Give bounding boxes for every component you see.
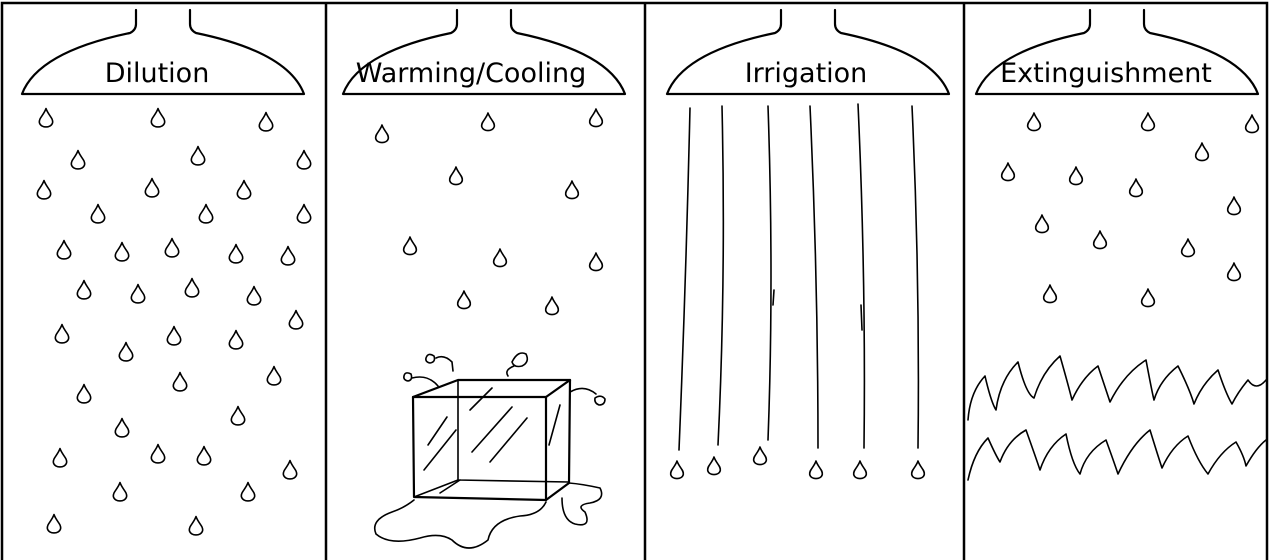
panel-label-irrigation: Irrigation (745, 58, 868, 89)
water-drop-icon (1036, 215, 1049, 233)
water-drop-icon (671, 461, 684, 479)
water-drop-icon (1228, 197, 1241, 215)
water-drop-icon (590, 109, 603, 127)
water-drop-icon (71, 151, 84, 169)
water-drop-icon (1044, 285, 1057, 303)
water-drop-icon (115, 243, 128, 261)
droplets-warming-cooling (376, 109, 603, 315)
water-drop-icon (165, 239, 178, 257)
water-drop-icon (173, 373, 186, 391)
water-drop-icon (267, 367, 280, 385)
water-drop-icon (450, 167, 463, 185)
water-drop-icon (1130, 179, 1143, 197)
water-drop-icon (754, 447, 767, 465)
water-drop-icon (1228, 263, 1241, 281)
droplets-irrigation (671, 447, 925, 479)
water-drop-icon (1028, 113, 1041, 131)
water-drop-icon (1002, 163, 1015, 181)
water-drop-icon (546, 297, 559, 315)
water-drop-icon (77, 385, 90, 403)
water-drop-icon (1182, 239, 1195, 257)
water-drop-icon (376, 125, 389, 143)
water-drop-icon (113, 483, 126, 501)
water-drop-icon (191, 147, 204, 165)
water-drop-icon (229, 245, 242, 263)
water-drop-icon (55, 325, 68, 343)
water-drop-icon (197, 447, 210, 465)
water-drop-icon (494, 249, 507, 267)
water-drop-icon (482, 113, 495, 131)
water-drop-icon (708, 457, 721, 475)
water-drop-icon (1094, 231, 1107, 249)
water-drop-icon (1142, 289, 1155, 307)
water-drop-icon (229, 331, 242, 349)
water-drop-icon (53, 449, 66, 467)
water-streams (679, 104, 918, 450)
water-drop-icon (566, 181, 579, 199)
water-drop-icon (119, 343, 132, 361)
water-drop-icon (39, 109, 52, 127)
water-drop-icon (77, 281, 90, 299)
water-drop-icon (241, 483, 254, 501)
water-drop-icon (151, 109, 164, 127)
water-drop-icon (1196, 143, 1209, 161)
water-drop-icon (1142, 113, 1155, 131)
water-drop-icon (231, 407, 244, 425)
panel-label-extinguishment: Extinguishment (1000, 58, 1212, 89)
panel-label-warming-cooling: Warming/Cooling (356, 58, 586, 89)
meltwater-puddle (375, 483, 602, 548)
water-drop-icon (259, 113, 272, 131)
water-drop-icon (145, 179, 158, 197)
water-drop-icon (57, 241, 70, 259)
water-drop-icon (237, 181, 250, 199)
water-drop-icon (151, 445, 164, 463)
water-drop-icon (247, 287, 260, 305)
water-drop-icon (199, 205, 212, 223)
water-drop-icon (185, 279, 198, 297)
flames (968, 356, 1266, 480)
droplets-extinguishment (1002, 113, 1259, 307)
water-drop-icon (91, 205, 104, 223)
water-drop-icon (115, 419, 128, 437)
water-drop-icon (854, 461, 867, 479)
water-drop-icon (289, 311, 302, 329)
water-drop-icon (37, 181, 50, 199)
water-drop-icon (167, 327, 180, 345)
panel-label-dilution: Dilution (105, 58, 210, 89)
water-drop-icon (912, 461, 925, 479)
water-drop-icon (1070, 167, 1083, 185)
water-drop-icon (297, 151, 310, 169)
water-drop-icon (281, 247, 294, 265)
water-drop-icon (131, 285, 144, 303)
water-drop-icon (1246, 115, 1259, 133)
water-drop-icon (590, 253, 603, 271)
water-drop-icon (189, 517, 202, 535)
water-drop-icon (404, 237, 417, 255)
ice-cube (413, 380, 570, 500)
water-drop-icon (458, 291, 471, 309)
droplets-dilution (37, 109, 310, 535)
water-drop-icon (47, 515, 60, 533)
water-drop-icon (283, 461, 296, 479)
water-drop-icon (297, 205, 310, 223)
water-drop-icon (810, 461, 823, 479)
